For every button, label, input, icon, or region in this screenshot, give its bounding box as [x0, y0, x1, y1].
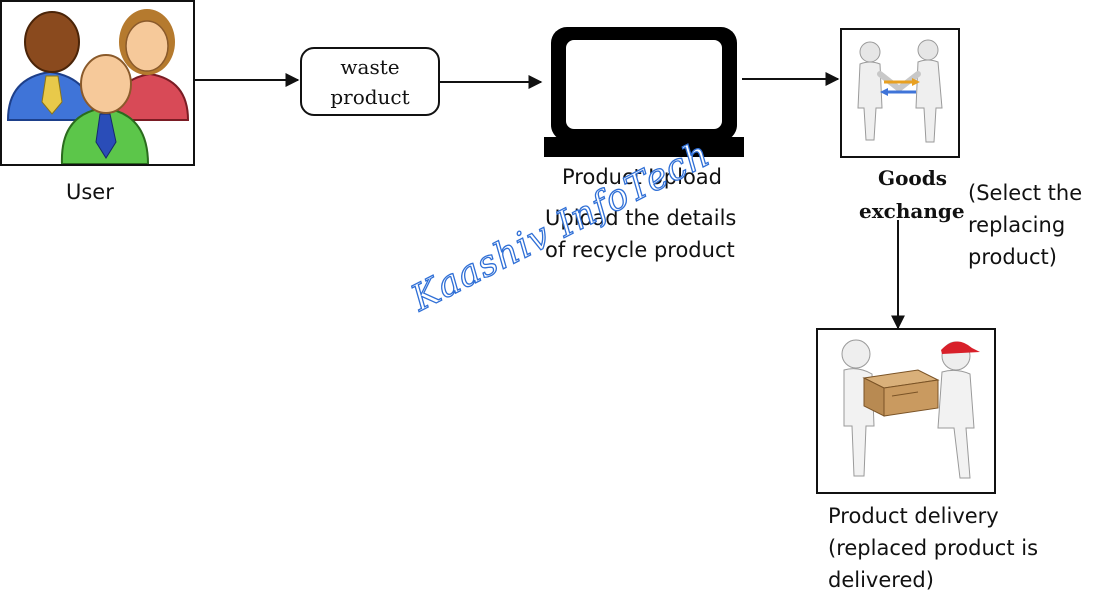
- upload-desc-line1: Upload the details: [545, 206, 737, 230]
- exchange-note-line2: replacing: [968, 213, 1066, 237]
- waste-product-line1: waste: [340, 54, 400, 79]
- waste-product-box: waste product: [300, 47, 440, 116]
- exchange-note-line3: product): [968, 245, 1057, 269]
- user-image-frame: [0, 0, 195, 166]
- users-group-icon: [6, 9, 190, 164]
- product-upload-label: Product Upload: [562, 165, 722, 189]
- goods-exchange-image-frame: [840, 28, 960, 158]
- goods-exchange-label-line1: Goods: [878, 166, 948, 190]
- delivery-label-line2: (replaced product is: [828, 536, 1039, 560]
- waste-product-line2: product: [330, 84, 410, 109]
- goods-exchange-label-line2: exchange: [859, 199, 965, 223]
- delivery-box-icon: [841, 339, 980, 479]
- delivery-label-line1: Product delivery: [828, 504, 999, 528]
- user-label: User: [66, 180, 114, 204]
- delivery-image-frame: [816, 328, 996, 494]
- exchange-note-line1: (Select the: [968, 181, 1083, 205]
- laptop-icon: [544, 27, 744, 157]
- upload-desc-line2: of recycle product: [545, 238, 735, 262]
- delivery-label-line3: delivered): [828, 568, 934, 592]
- handshake-exchange-icon: [857, 39, 943, 143]
